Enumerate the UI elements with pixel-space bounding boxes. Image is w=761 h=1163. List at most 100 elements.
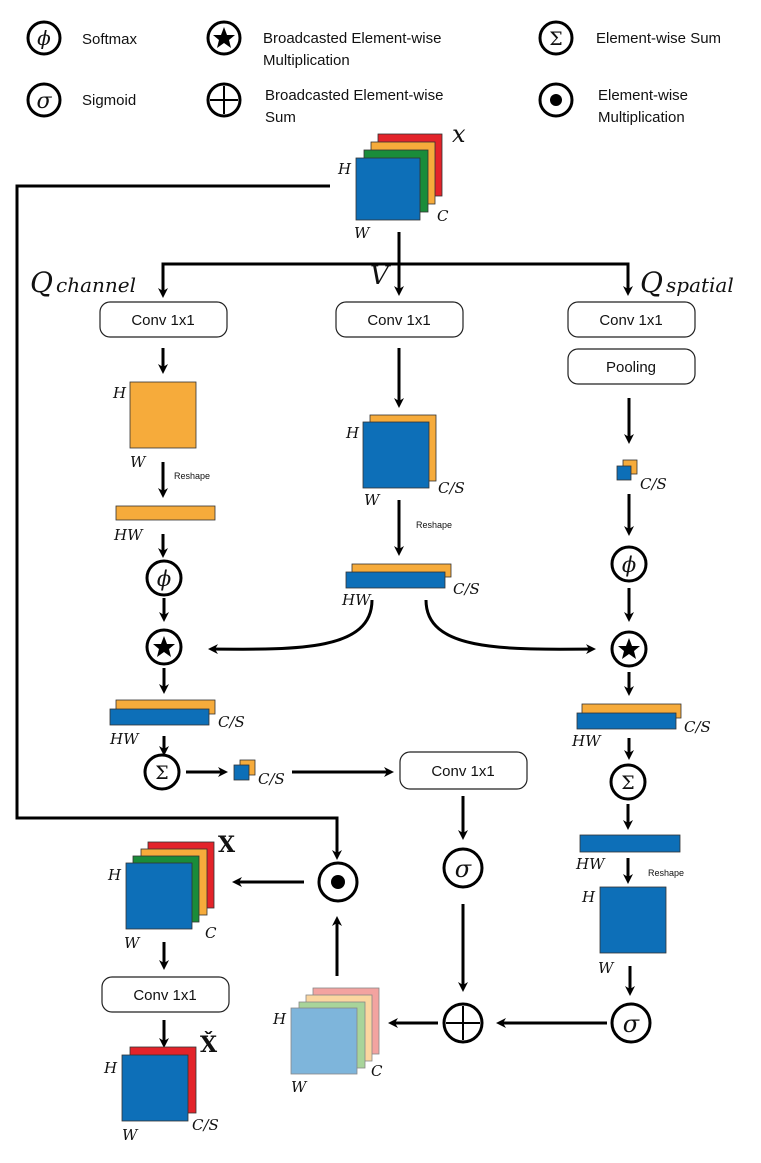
star-icon (618, 638, 640, 659)
channel-sum-op (143, 753, 181, 791)
sp-softmax-sym: ϕ (622, 553, 636, 577)
legend: ϕ Softmax σ Sigmoid Broadcasted Element-… (26, 20, 721, 126)
svg-text:Conv 1x1: Conv 1x1 (131, 312, 194, 329)
ch-hw: HW (113, 526, 144, 544)
star-shape (213, 27, 235, 48)
sp-sum-sym: Σ (621, 772, 634, 794)
ch-cs2: C/S (258, 770, 285, 788)
legend-ew-mult: Element-wise Multiplication (538, 82, 688, 126)
softmax-symbol: ϕ (37, 26, 51, 50)
attention-weights-tensor: H W C (272, 987, 383, 1096)
conv-value-box: Conv 1x1 (335, 301, 464, 338)
spatial-attention-map (599, 886, 667, 954)
legend-ew-sum: Σ Element-wise Sum (538, 20, 721, 56)
pooling-box: Pooling (567, 348, 696, 385)
input-tensor: x H W C (337, 120, 466, 242)
output-x-label: X (218, 832, 236, 858)
legend-bc-mult: Broadcasted Element-wise Multiplication (206, 20, 441, 69)
label-v: V (370, 261, 391, 291)
value-tensor (362, 421, 430, 489)
spatial-sum-op (609, 763, 647, 801)
legend-sigmoid: σ Sigmoid (26, 82, 136, 118)
label-q-spatial: Q spatial (640, 266, 734, 299)
svg-text:Conv 1x1: Conv 1x1 (599, 312, 662, 329)
dot-icon (331, 875, 345, 889)
out-c: C (205, 924, 217, 942)
residual-connection (15, 184, 342, 860)
sigmoid-icon (26, 82, 62, 118)
softmax-icon (26, 20, 62, 56)
legend-softmax-label: Softmax (82, 31, 138, 48)
out-h: H (107, 866, 122, 884)
sp-sigmoid-sym: σ (623, 1010, 640, 1038)
att-w: W (291, 1078, 308, 1096)
svg-text:Q: Q (640, 266, 663, 299)
channel-sigmoid-op (442, 847, 484, 889)
output-xcheck-label: X̌ (200, 1032, 218, 1058)
att-h: H (272, 1010, 287, 1028)
legend-ew-mult-line2: Multiplication (598, 109, 685, 126)
conv-spatial-box: Conv 1x1 (567, 301, 696, 338)
spatial-sigmoid-op (610, 1002, 652, 1044)
out-w: W (124, 934, 141, 952)
att-c: C (371, 1062, 383, 1080)
input-w-label: W (354, 224, 371, 242)
sp-cs2: C/S (684, 718, 711, 736)
branch-split-line (161, 262, 633, 296)
channel-weighted-tensor (109, 708, 210, 726)
legend-bc-mult-line1: Broadcasted Element-wise (263, 30, 441, 47)
svg-text:Conv 1x1: Conv 1x1 (133, 987, 196, 1004)
v-hw: HW (341, 591, 372, 609)
ch-cs: C/S (218, 713, 245, 731)
sp-hw: HW (571, 732, 602, 750)
conv-output-box: Conv 1x1 (101, 976, 230, 1013)
legend-bc-sum-line2: Sum (265, 109, 296, 126)
conv-channel-box: Conv 1x1 (99, 301, 228, 338)
legend-softmax: ϕ Softmax (26, 20, 138, 56)
svg-text:Conv 1x1: Conv 1x1 (367, 312, 430, 329)
svg-text:Q: Q (30, 266, 53, 299)
legend-ew-mult-line1: Element-wise (598, 87, 688, 104)
svg-text:Pooling: Pooling (606, 359, 656, 376)
legend-bc-sum-line1: Broadcasted Element-wise (265, 87, 443, 104)
out2-h: H (103, 1059, 118, 1077)
legend-bc-mult-line2: Multiplication (263, 52, 350, 69)
legend-sigmoid-label: Sigmoid (82, 92, 136, 109)
ch-hw2: HW (109, 730, 140, 748)
legend-bc-sum: Broadcasted Element-wise Sum (206, 82, 443, 126)
ch-reshape: Reshape (174, 471, 210, 481)
spatial-hw-vector (579, 834, 681, 853)
spatial-weighted-tensor (576, 712, 677, 730)
ch-w: W (130, 453, 147, 471)
sigmoid-symbol: σ (36, 89, 52, 114)
label-q-channel: Q channel (30, 266, 136, 299)
sp-cs: C/S (640, 475, 667, 493)
spatial-softmax-op (610, 545, 648, 583)
input-x-label: x (452, 120, 466, 148)
ch-sigmoid-sym: σ (455, 855, 472, 883)
out2-w: W (122, 1126, 139, 1144)
v-h: H (345, 424, 360, 442)
svg-text:Conv 1x1: Conv 1x1 (431, 763, 494, 780)
v-cs2: C/S (453, 580, 480, 598)
output-x-tensor: X H W C (107, 832, 236, 952)
svg-text:channel: channel (56, 273, 136, 297)
value-to-spatial-arrow (424, 599, 596, 655)
ch-sum-sym: Σ (155, 762, 168, 784)
conv-center-box: Conv 1x1 (399, 751, 528, 790)
v-w: W (364, 491, 381, 509)
sum-symbol: Σ (549, 28, 562, 50)
channel-context-vector (233, 764, 250, 781)
v-cs: C/S (438, 479, 465, 497)
channel-softmax-op (145, 559, 183, 597)
sp-w: W (598, 959, 615, 977)
ch-softmax-sym: ϕ (157, 567, 171, 591)
value-to-channel-arrow (208, 599, 374, 655)
sp-h: H (581, 888, 596, 906)
channel-query-tensor (129, 381, 197, 449)
input-h-label: H (337, 160, 352, 178)
channel-hw-vector (115, 505, 216, 521)
ch-h: H (112, 384, 127, 402)
legend-ew-sum-label: Element-wise Sum (596, 30, 721, 47)
